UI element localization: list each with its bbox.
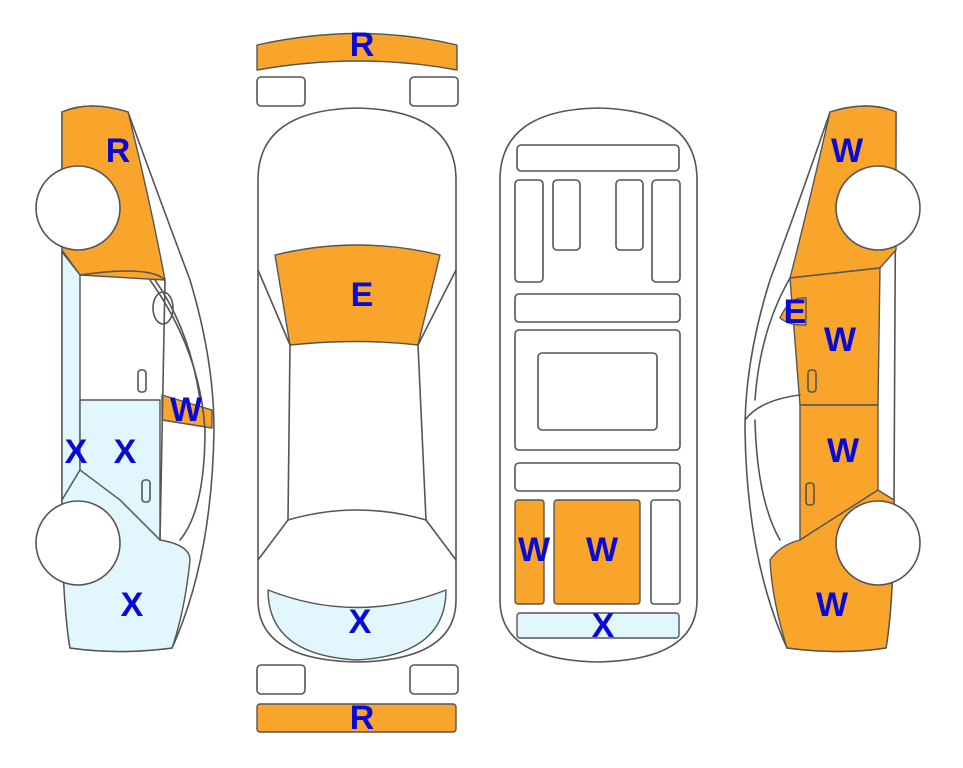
label-hood: E [351,276,374,314]
label-right-front-door: W [824,321,857,359]
label-left-rear-door: X [114,433,137,471]
label-right-mirror: E [784,293,807,331]
floor-left-panel-part[interactable] [514,499,545,605]
left-front-wheel [35,165,121,251]
label-trunk-lid: X [349,603,372,641]
label-front-bumper: R [350,26,375,64]
label-right-front-fender: W [831,132,864,170]
underbody-outline [499,107,698,663]
right-mirror-part[interactable] [779,297,807,326]
rear-bumper-part[interactable] [256,703,457,733]
top-body-outline [257,107,457,663]
right-window-line [744,277,801,421]
left-rear-wheel [35,500,121,586]
label-left-front-door: X [65,433,88,471]
headlight-left [256,76,306,107]
taillight-right [409,664,459,695]
left-door-line [79,270,206,541]
taillight-left [256,664,306,695]
left-handle-front [137,369,147,393]
left-side-view: R X X W X [35,105,215,653]
label-left-front-fender: R [106,132,131,170]
floor-frame-b [552,179,581,251]
right-door-sill-line [754,419,781,541]
label-left-mirror: W [170,391,203,429]
floor-rear-panel-part[interactable] [516,612,680,639]
windshield-line [257,269,457,346]
top-view: R E X R [256,26,459,737]
right-handle-rear [805,482,815,506]
right-handle-front [807,369,817,393]
headlight-right [409,76,459,107]
label-floor-center-panel: W [586,531,619,569]
right-rear-wheel [835,500,921,586]
trunk-lid-part[interactable] [267,589,447,661]
label-rear-bumper: R [350,699,375,737]
label-right-rear-door: W [827,432,860,470]
label-right-rear-quarter: W [816,586,849,624]
label-floor-left-panel: W [518,531,551,569]
hood-part[interactable] [274,244,441,346]
rear-window-line [257,519,457,561]
floor-frame-d [651,179,681,283]
left-side-mirror-outline [152,291,174,325]
floor-frame-c [615,179,644,251]
floor-frame-right [650,499,681,605]
label-floor-rear-panel: X [592,607,615,645]
floor-frame-mid-inner [537,352,658,431]
underbody-view: W W X [499,107,698,663]
floor-frame-front [516,144,680,172]
floor-frame-a [514,179,544,283]
front-bumper-part[interactable] [256,32,458,71]
floor-frame-mid [514,329,681,451]
floor-frame-cross [514,293,681,323]
label-left-rear-quarter: X [121,586,144,624]
roof-line [287,344,427,521]
left-handle-rear [141,479,151,503]
right-front-wheel [835,165,921,251]
floor-center-panel-part[interactable] [553,499,641,605]
right-side-view: W E W W W [744,105,921,653]
floor-frame-rear-cross [514,462,681,492]
